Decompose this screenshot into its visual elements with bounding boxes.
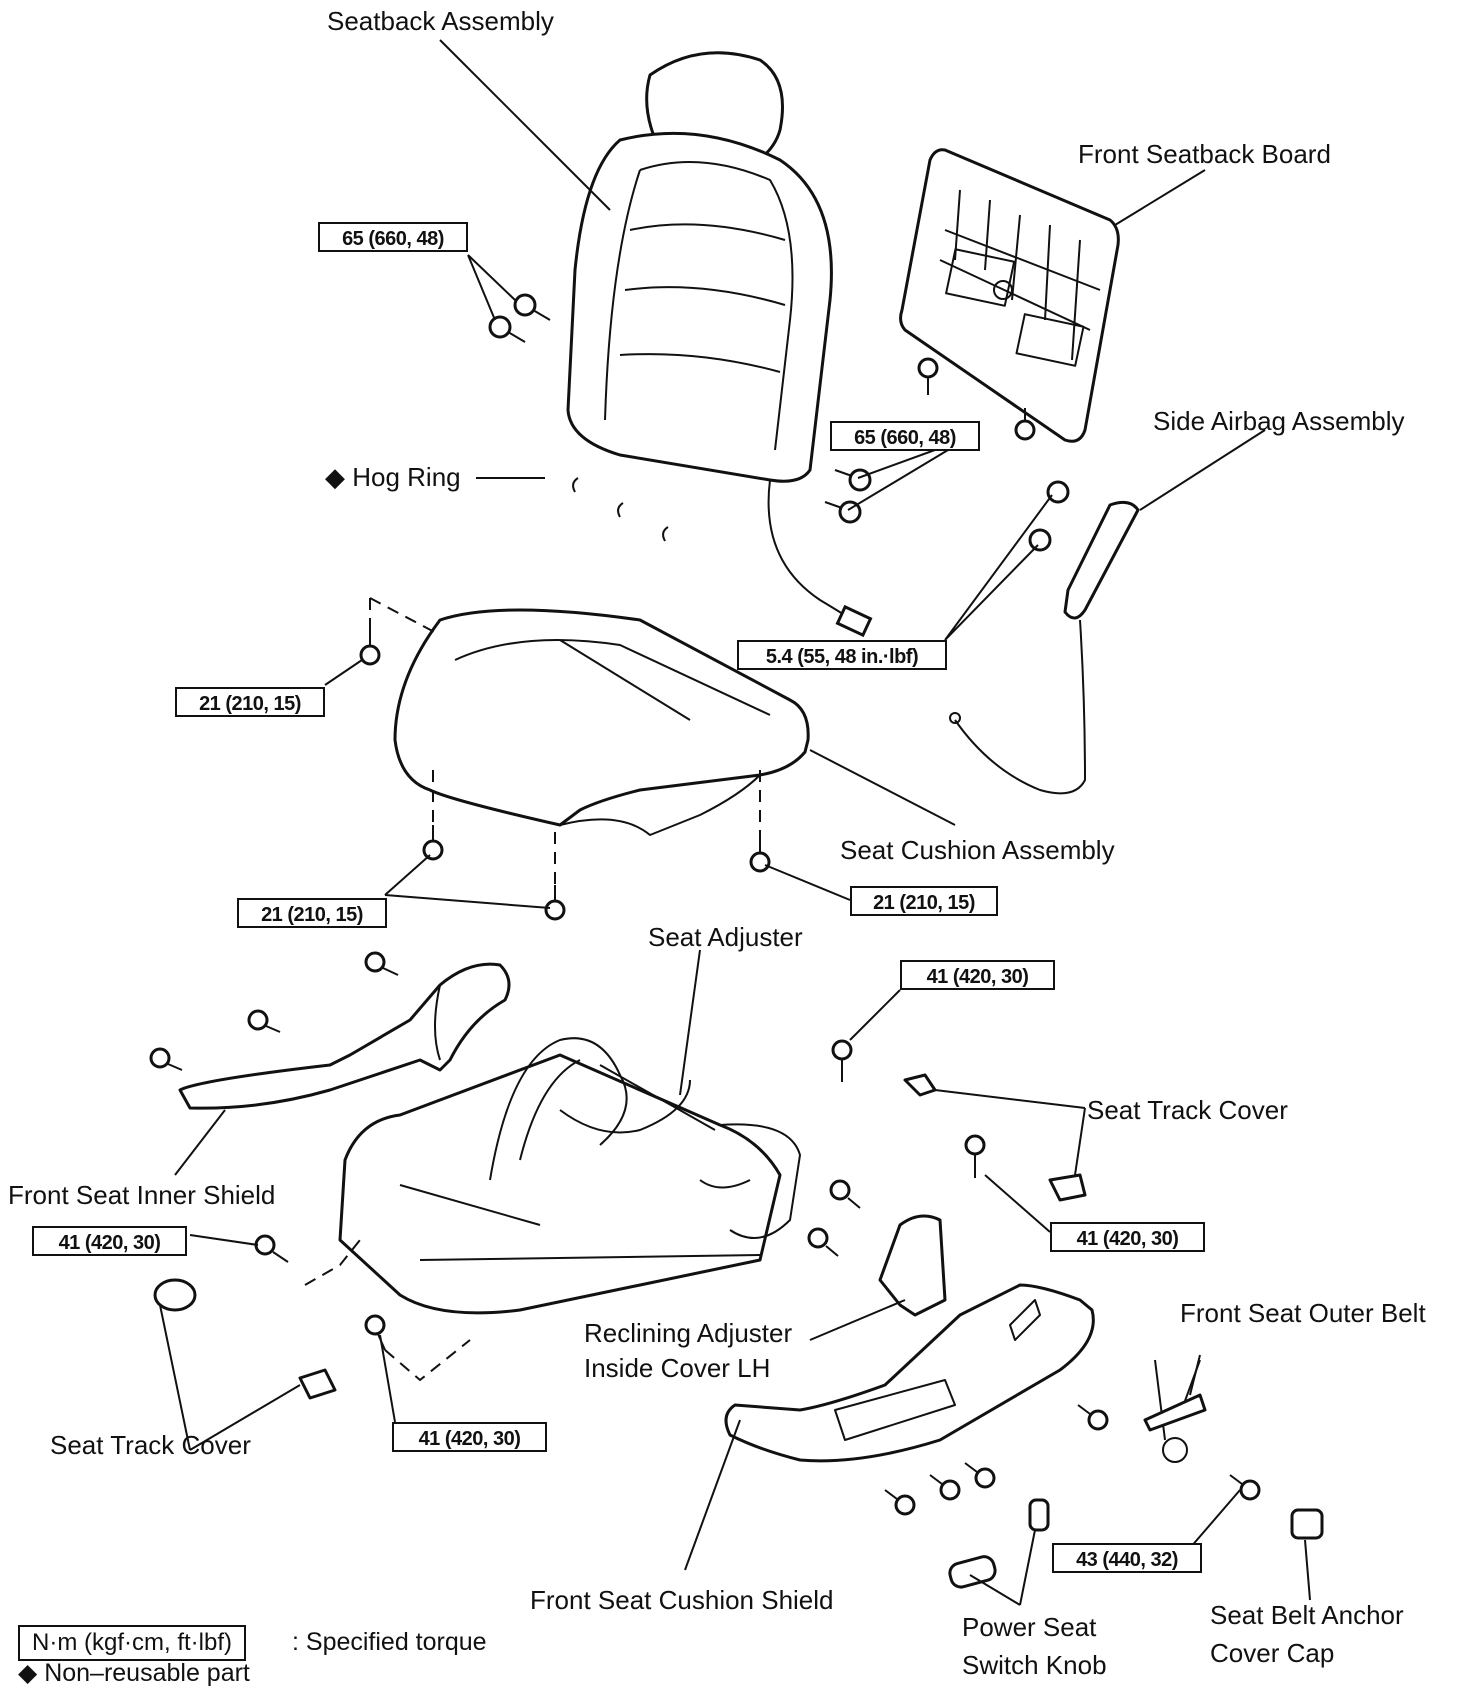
assembly-dashed-lines bbox=[304, 597, 761, 1382]
legend-non-reusable: ◆ Non–reusable part bbox=[18, 1658, 250, 1688]
bolt-icon bbox=[964, 1462, 996, 1489]
bolt-icon bbox=[544, 885, 566, 921]
torque-box: 41 (420, 30) bbox=[32, 1226, 187, 1256]
hog-ring-text: Hog Ring bbox=[352, 462, 461, 492]
bolt-icon bbox=[149, 1047, 183, 1071]
front-seat-inner-shield-drawing bbox=[178, 962, 511, 1110]
legend-non-reusable-text: Non–reusable part bbox=[44, 1659, 250, 1687]
fastener-icons bbox=[149, 293, 1261, 1516]
side-airbag-drawing bbox=[767, 479, 1140, 795]
bolt-icon bbox=[829, 1179, 861, 1209]
nut-icon bbox=[1046, 480, 1070, 504]
torque-box: 43 (440, 32) bbox=[1052, 1543, 1202, 1573]
bolt-icon bbox=[1077, 1404, 1109, 1431]
bolt-icon bbox=[513, 293, 551, 321]
seat-cushion-drawing bbox=[393, 608, 810, 836]
bolt-icon bbox=[422, 825, 444, 861]
label-seat-track-cover-right: Seat Track Cover bbox=[1087, 1095, 1288, 1125]
label-seat-belt-anchor-2: Cover Cap bbox=[1210, 1638, 1335, 1668]
bolt-icon bbox=[831, 1039, 853, 1082]
hog-ring-icons bbox=[572, 477, 669, 542]
label-side-airbag-assembly: Side Airbag Assembly bbox=[1153, 406, 1405, 436]
bolt-icon bbox=[834, 468, 872, 492]
label-front-seat-outer-belt: Front Seat Outer Belt bbox=[1180, 1298, 1426, 1328]
bolt-icon bbox=[254, 1234, 289, 1263]
torque-box: 65 (660, 48) bbox=[318, 222, 468, 252]
reclining-adjuster-cover-drawing bbox=[878, 1214, 947, 1317]
label-front-seat-inner-shield: Front Seat Inner Shield bbox=[8, 1180, 276, 1210]
front-seat-cushion-shield-drawing bbox=[724, 1283, 1095, 1463]
torque-box: 41 (420, 30) bbox=[392, 1422, 547, 1452]
label-reclining-adjuster-2: Inside Cover LH bbox=[584, 1353, 771, 1383]
front-seatback-board-drawing bbox=[899, 148, 1120, 443]
bolt-icon bbox=[749, 838, 771, 873]
leader-lines bbox=[159, 39, 1311, 1606]
bolt-icon bbox=[917, 357, 939, 395]
bolt-icon bbox=[964, 1134, 986, 1178]
label-power-seat-2: Switch Knob bbox=[962, 1650, 1107, 1680]
label-front-seatback-board: Front Seatback Board bbox=[1078, 139, 1331, 169]
bolt-icon bbox=[364, 951, 399, 976]
torque-box: 41 (420, 30) bbox=[1050, 1222, 1205, 1252]
label-seat-track-cover-left: Seat Track Cover bbox=[50, 1430, 251, 1460]
seat-adjuster-drawing bbox=[338, 1037, 801, 1315]
bolt-icon bbox=[359, 628, 381, 666]
bolt-icon bbox=[488, 315, 526, 343]
legend-torque-desc: : Specified torque bbox=[292, 1628, 487, 1656]
seatback-assembly-drawing bbox=[566, 51, 833, 483]
label-seat-belt-anchor-1: Seat Belt Anchor bbox=[1210, 1600, 1404, 1630]
non-reusable-diamond-icon: ◆ bbox=[18, 1659, 38, 1687]
torque-box: 21 (210, 15) bbox=[175, 687, 325, 717]
label-seat-cushion-assembly: Seat Cushion Assembly bbox=[840, 835, 1115, 865]
nut-icon bbox=[1028, 528, 1052, 552]
label-seatback-assembly: Seatback Assembly bbox=[327, 6, 554, 36]
bolt-icon bbox=[1229, 1474, 1261, 1501]
small-parts-drawing bbox=[153, 1073, 1324, 1589]
torque-box: 5.4 (55, 48 in.·lbf) bbox=[737, 640, 947, 670]
label-seat-adjuster: Seat Adjuster bbox=[648, 922, 803, 952]
label-front-seat-cushion-shield: Front Seat Cushion Shield bbox=[530, 1585, 834, 1615]
bolt-icon bbox=[247, 1009, 281, 1033]
label-reclining-adjuster-1: Reclining Adjuster bbox=[584, 1318, 793, 1348]
torque-box: 65 (660, 48) bbox=[830, 421, 980, 451]
bolt-icon bbox=[1014, 408, 1036, 441]
label-power-seat-1: Power Seat bbox=[962, 1612, 1097, 1642]
non-reusable-diamond-icon: ◆ bbox=[325, 462, 345, 492]
legend-torque-units-box: N·m (kgf·cm, ft·lbf) bbox=[18, 1625, 246, 1661]
bolt-icon bbox=[929, 1474, 961, 1501]
torque-box: 21 (210, 15) bbox=[850, 886, 998, 916]
torque-box: 41 (420, 30) bbox=[900, 960, 1055, 990]
bolt-icon bbox=[884, 1489, 916, 1516]
label-hog-ring: ◆ Hog Ring bbox=[325, 462, 461, 492]
bolt-icon bbox=[824, 500, 862, 524]
torque-box: 21 (210, 15) bbox=[237, 898, 387, 928]
bolt-icon bbox=[807, 1227, 839, 1257]
